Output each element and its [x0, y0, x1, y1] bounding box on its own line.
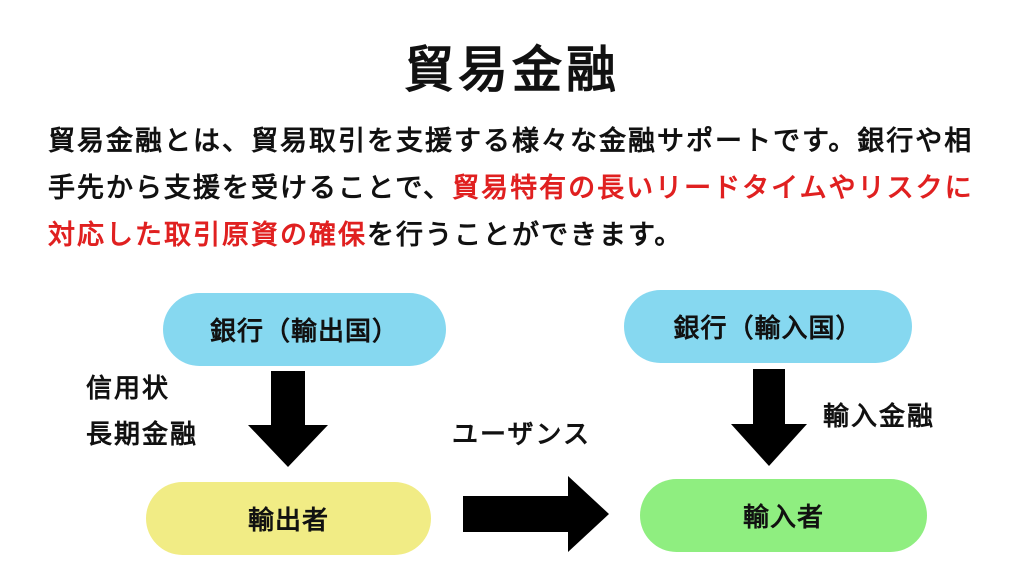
description-highlight: 貿易特有の長いリードタイムやリスクに対応した取引原資の確保	[48, 173, 974, 251]
arrow-down-right	[731, 369, 807, 466]
arrow-down-left	[248, 371, 328, 467]
bank-importing-country-node: 銀行（輸入国）	[624, 290, 912, 363]
long-term-finance-label: 長期金融	[86, 420, 199, 450]
description-text-2: を行うことができます。	[367, 220, 684, 251]
bank-exporting-country-node: 銀行（輸出国）	[163, 293, 446, 366]
letter-of-credit-label: 信用状	[86, 374, 171, 404]
arrow-right-usance	[463, 476, 609, 552]
page-title: 貿易金融	[404, 41, 620, 99]
importer-node: 輸入者	[640, 479, 927, 552]
description-text-1: 貿易金融とは、貿易取引を支援する様々な金融サポートです。銀行や相手先から支援を受…	[48, 126, 974, 204]
exporter-node: 輸出者	[146, 482, 431, 555]
usance-label: ユーザンス	[452, 420, 591, 450]
description-paragraph: 貿易金融とは、貿易取引を支援する様々な金融サポートです。銀行や相手先から支援を受…	[48, 118, 988, 259]
import-finance-label: 輸入金融	[823, 402, 936, 432]
